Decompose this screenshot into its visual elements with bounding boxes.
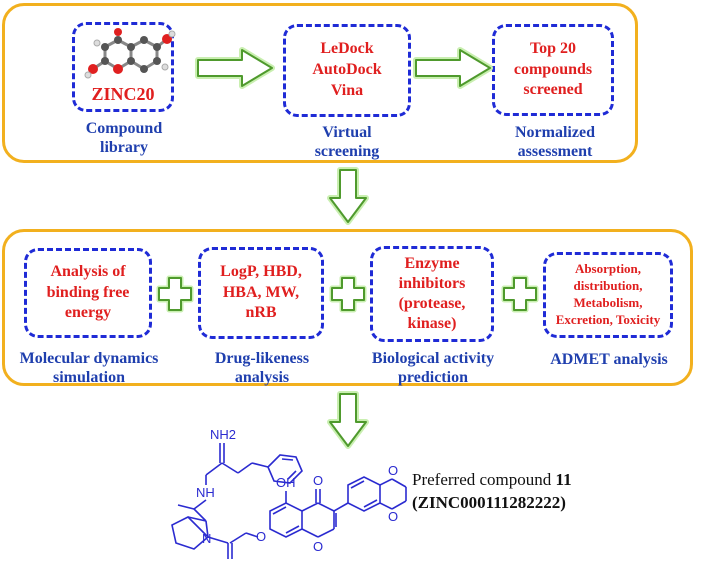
top-workflow-panel bbox=[2, 3, 638, 163]
drug-likeness-caption: Drug-likeness analysis bbox=[214, 350, 310, 387]
svg-text:N: N bbox=[202, 531, 211, 546]
arrow-right-icon bbox=[413, 47, 493, 89]
enzyme-inhibitors-box: Enzyme inhibitors (protease, kinase) bbox=[370, 246, 494, 342]
preferred-compound-prefix: Preferred compound bbox=[412, 470, 556, 489]
svg-text:O: O bbox=[313, 473, 323, 488]
svg-text:O: O bbox=[313, 539, 323, 554]
svg-text:O: O bbox=[388, 509, 398, 524]
svg-text:NH: NH bbox=[196, 485, 215, 500]
svg-text:NH2: NH2 bbox=[210, 427, 236, 442]
plus-connector-icon bbox=[329, 275, 367, 313]
top-20-compounds-box: Top 20 compounds screened bbox=[492, 24, 614, 116]
compound-11-structure: NH2 NH N OH O O O O O bbox=[171, 427, 407, 559]
zinc20-label: ZINC20 bbox=[91, 84, 155, 104]
arrow-down-icon bbox=[327, 167, 369, 225]
plus-connector-icon bbox=[501, 275, 539, 313]
compound-library-box: ZINC20 bbox=[72, 22, 176, 112]
admet-box: Absorption, distribution, Metabolism, Ex… bbox=[543, 252, 673, 338]
svg-text:O: O bbox=[256, 529, 266, 544]
drug-likeness-box: LogP, HBD, HBA, MW, nRB bbox=[198, 247, 324, 339]
normalized-assessment-caption: Normalized assessment bbox=[515, 124, 595, 161]
plus-connector-icon bbox=[156, 275, 194, 313]
admet-caption: ADMET analysis bbox=[550, 351, 668, 368]
svg-text:O: O bbox=[388, 463, 398, 478]
molecular-dynamics-caption: Molecular dynamics simulation bbox=[19, 350, 159, 387]
molecule-3d-icon bbox=[84, 28, 176, 79]
arrow-down-icon bbox=[327, 391, 369, 449]
virtual-screening-box: LeDock AutoDock Vina bbox=[283, 24, 411, 117]
biological-activity-caption: Biological activity prediction bbox=[371, 350, 495, 387]
preferred-compound-number: 11 bbox=[555, 470, 572, 489]
virtual-screening-caption: Virtual screening bbox=[314, 124, 380, 161]
compound-library-caption: Compound library bbox=[85, 120, 163, 157]
binding-free-energy-box: Analysis of binding free energy bbox=[24, 248, 152, 338]
svg-text:OH: OH bbox=[276, 475, 296, 490]
arrow-right-icon bbox=[195, 47, 275, 89]
preferred-compound-id: (ZINC000111282222) bbox=[412, 492, 566, 512]
preferred-compound-label: Preferred compound 11 (ZINC000111282222) bbox=[412, 469, 572, 515]
evaluation-panel bbox=[2, 229, 693, 386]
